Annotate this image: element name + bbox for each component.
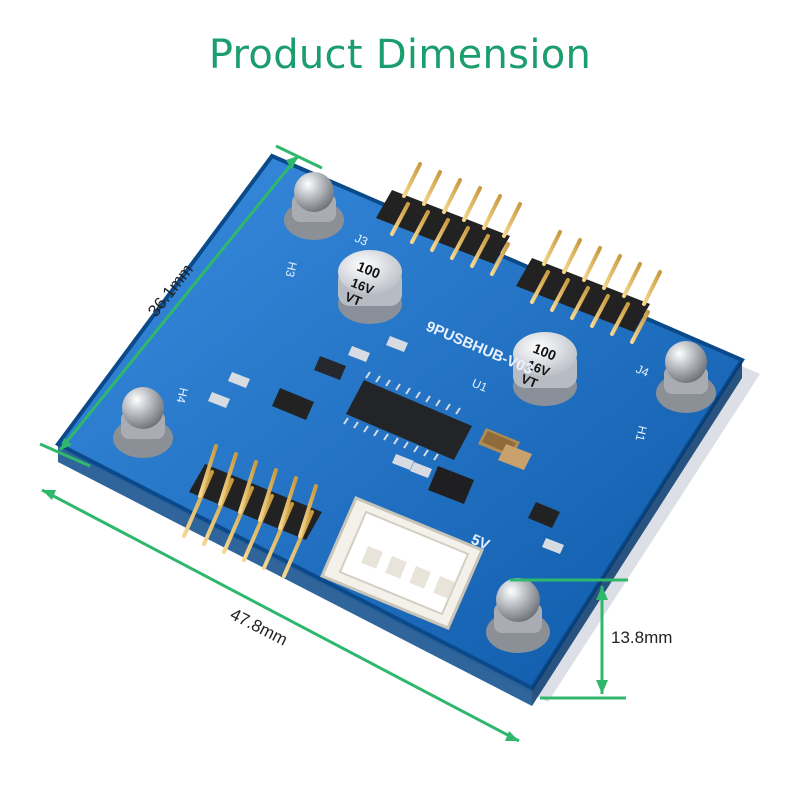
pin-headers [182,162,662,578]
cap-left-line-3: VT [343,289,364,309]
depth-extension-bottom [39,442,91,468]
height-dimension-label: 13.8mm [611,628,672,647]
small-smd-parts [208,336,564,554]
main-ic [343,371,472,461]
mount-post-top-left [284,172,344,240]
board-edge [58,444,532,706]
ic-label: U1 [470,376,490,395]
power-label: 5V [468,531,492,554]
capacitor-left: 100 16V VT [338,250,402,324]
pin-header-j3 [376,162,522,276]
power-connector [320,496,484,630]
board-right-edge [532,360,742,706]
mount-post-left [113,387,173,458]
depth-extension-top [275,144,323,170]
cap-right-line-3: VT [519,371,540,391]
mounting-posts [113,172,716,653]
pin-header-front [182,444,322,578]
page-title: Product Dimension [208,32,592,78]
mount-label-h4: H4 [174,386,191,404]
capacitor-right: 100 16V VT [513,332,577,406]
width-dimension-label: 47.8mm [227,605,290,650]
header-label-j4: J4 [634,362,651,380]
mount-post-bottom [486,578,550,653]
components: 100 16V VT 100 16V VT [208,250,577,630]
pin-header-j4 [516,230,662,344]
width-dimension-line [41,488,520,743]
mount-label-h1: H1 [633,424,650,442]
mount-label-h3: H3 [283,260,300,278]
mount-post-right [656,341,716,413]
dimension-lines [39,144,628,743]
depth-dimension-line [58,155,300,451]
header-label-j3: J3 [353,231,370,249]
